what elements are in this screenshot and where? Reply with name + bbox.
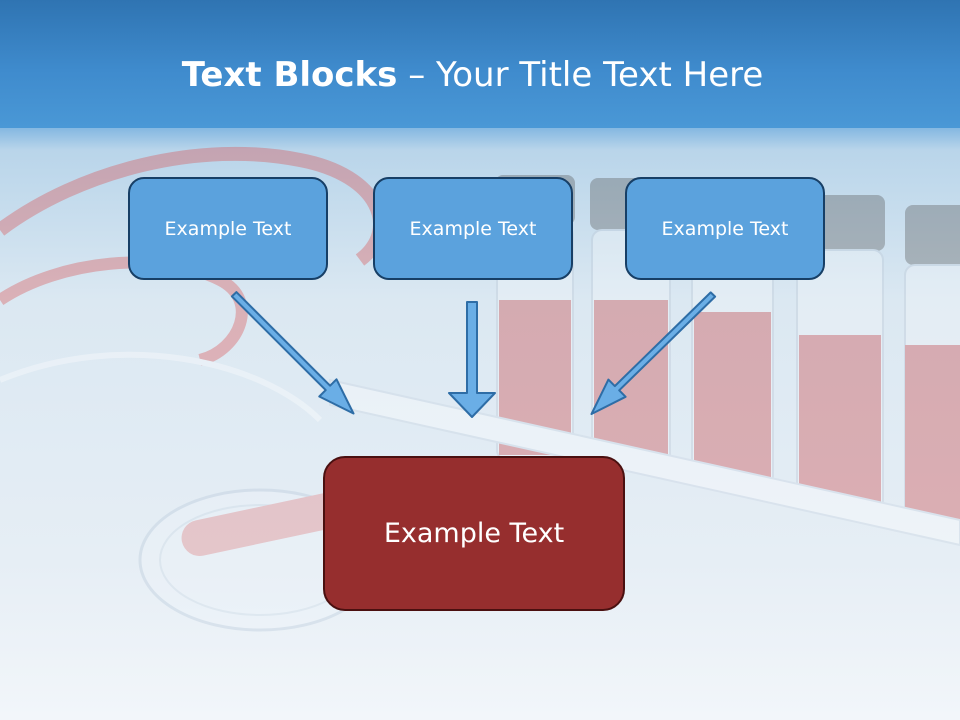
- arrow-down: [448, 301, 496, 418]
- title-rest-part: – Your Title Text Here: [397, 55, 764, 95]
- arrow-right-down-left: [590, 291, 717, 415]
- text-block-2[interactable]: Example Text: [373, 177, 573, 280]
- text-block-3[interactable]: Example Text: [625, 177, 825, 280]
- slide-title: Text Blocks – Your Title Text Here: [0, 52, 945, 98]
- title-band: [0, 0, 960, 128]
- title-bold-part: Text Blocks: [181, 55, 398, 95]
- main-text-block[interactable]: Example Text: [323, 456, 625, 611]
- arrow-left-down-right: [230, 291, 355, 415]
- text-block-1[interactable]: Example Text: [128, 177, 328, 280]
